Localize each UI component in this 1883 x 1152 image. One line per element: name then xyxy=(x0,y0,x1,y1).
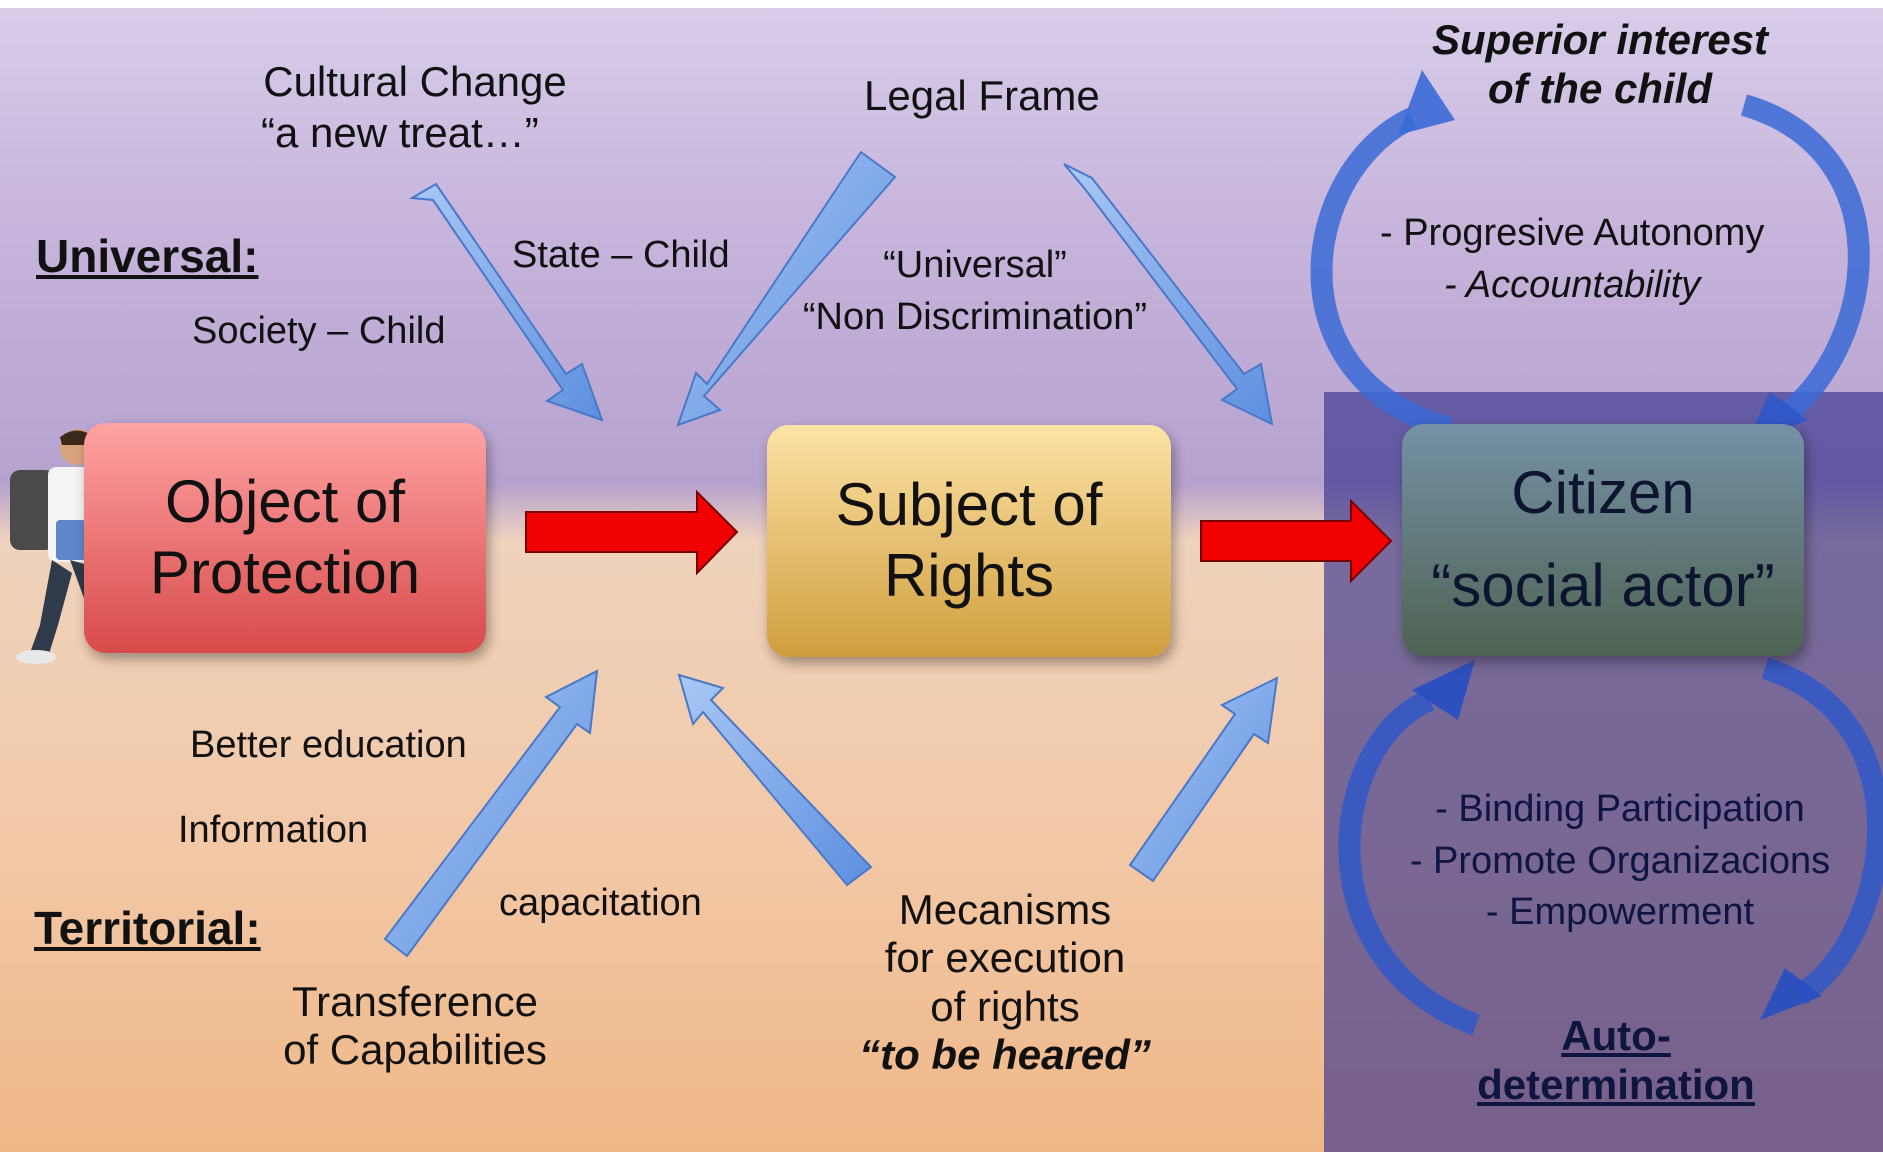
superior-interest-line-1: Superior interest xyxy=(1431,16,1769,63)
cycle-arrowhead-bottom-right xyxy=(1760,968,1822,1020)
transference-line-1: Transference xyxy=(292,978,538,1025)
object-of-protection-box: Object of Protection xyxy=(84,423,486,653)
cultural-change-line-2: “a new treat…” xyxy=(261,109,539,157)
transference-line-2: of Capabilities xyxy=(283,1026,547,1074)
flow-arrow-subject-to-citizen xyxy=(1200,498,1393,584)
cycle-arrow-bottom-left xyxy=(1338,689,1480,1036)
mecanisms-line-2: for execution xyxy=(884,934,1126,982)
mecanisms-line-1: Mecanisms xyxy=(898,886,1112,933)
legal-frame-label: Legal Frame xyxy=(864,72,1100,119)
arrow-legal-to-center xyxy=(676,150,897,427)
citizen-box: Citizen “social actor” xyxy=(1402,424,1804,656)
cultural-change-line-1: Cultural Change xyxy=(263,58,567,105)
mecanisms-label: Mecanisms for execution of rights “to be… xyxy=(850,886,1160,1079)
promote-organizacions-item: - Promote Organizacions xyxy=(1409,839,1831,882)
subject-line-1: Subject of xyxy=(835,471,1103,539)
universal-label: Universal: xyxy=(36,230,259,282)
legal-principle-non-discrimination: “Non Discrimination” xyxy=(802,295,1148,338)
to-be-heared-label: “to be heared” xyxy=(859,1030,1151,1078)
flow-arrow-object-to-subject xyxy=(525,489,739,576)
cultural-change-label: Cultural Change “a new treat…” xyxy=(255,56,575,158)
superior-interest-label: Superior interest of the child xyxy=(1410,16,1790,113)
better-education-label: Better education xyxy=(190,724,467,766)
cycle-arrows-bottom xyxy=(1338,657,1883,1036)
arrow-transference-to-center xyxy=(383,669,599,958)
cycle-arrow-top-right xyxy=(1740,94,1870,424)
subject-line-2: Rights xyxy=(883,542,1055,609)
cycle-arrows-top xyxy=(1310,94,1870,439)
cycle-arrow-top-left xyxy=(1310,108,1453,439)
auto-determination-line-1: Auto- xyxy=(1561,1012,1671,1059)
legal-principle-universal: “Universal” xyxy=(883,244,1067,286)
cycle-arrowhead-top-left xyxy=(1398,70,1455,135)
accountability-item: - Accountability xyxy=(1444,263,1701,306)
transference-label: Transference of Capabilities xyxy=(250,978,580,1075)
cycle-arrowhead-bottom-left xyxy=(1412,660,1475,720)
object-line-2: Protection xyxy=(149,539,421,606)
subject-of-rights-box: Subject of Rights xyxy=(767,425,1171,657)
participation-list: - Binding Participation - Promote Organi… xyxy=(1400,784,1840,939)
arrow-legal-to-citizen xyxy=(1063,163,1274,426)
auto-determination-label: Auto- determination xyxy=(1466,1012,1766,1109)
superior-interest-line-2: of the child xyxy=(1488,64,1712,112)
arrow-to-citizen-bottom xyxy=(1128,676,1279,883)
information-label: Information xyxy=(178,809,369,851)
arrow-mecanisms-to-center xyxy=(677,673,873,887)
progresive-autonomy-item: - Progresive Autonomy xyxy=(1380,212,1765,254)
auto-determination-line-2: determination xyxy=(1477,1060,1755,1108)
citizen-qualities-list: - Progresive Autonomy - Accountability xyxy=(1380,208,1764,311)
influence-arrows xyxy=(383,150,1279,958)
legal-principles-label: “Universal” “Non Discrimination” xyxy=(780,240,1170,343)
cycle-arrow-bottom-right xyxy=(1761,657,1883,1005)
state-child-label: State – Child xyxy=(512,234,730,276)
citizen-line-2: “social actor” xyxy=(1431,552,1775,619)
society-child-label: Society – Child xyxy=(192,310,446,352)
empowerment-item: - Empowerment xyxy=(1485,891,1755,934)
citizen-line-1: Citizen xyxy=(1511,459,1695,527)
object-line-1: Object of xyxy=(164,468,406,536)
top-border xyxy=(0,0,1883,8)
flow-arrows xyxy=(525,489,1393,584)
binding-participation-item: - Binding Participation xyxy=(1435,788,1805,830)
capacitation-label: capacitation xyxy=(499,882,702,924)
arrow-cultural-to-center xyxy=(408,182,604,422)
mecanisms-line-3: of rights xyxy=(930,982,1080,1030)
territorial-label: Territorial: xyxy=(34,902,261,954)
